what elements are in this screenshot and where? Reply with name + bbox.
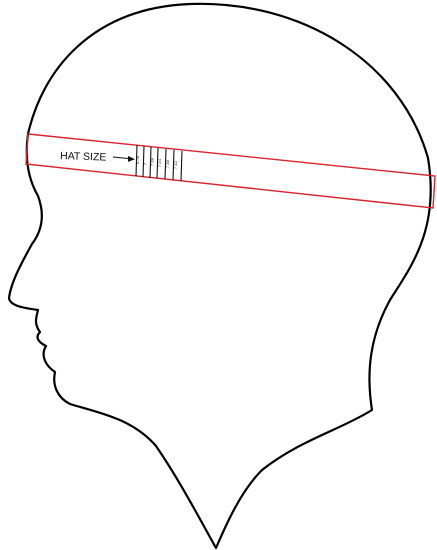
size-tick bbox=[181, 151, 182, 181]
size-mark-label: 7 1/8 bbox=[151, 158, 155, 166]
head-silhouette-outline bbox=[9, 4, 431, 548]
size-mark-label: 7 3/8 bbox=[166, 160, 170, 168]
size-tick bbox=[143, 146, 144, 177]
size-mark-label: 6 7/8 bbox=[136, 156, 140, 164]
size-mark-label: 7 1/2 bbox=[174, 161, 178, 169]
size-mark-label: 7 bbox=[144, 163, 148, 165]
hat-size-label: HAT SIZE bbox=[60, 150, 107, 164]
hat-size-band bbox=[26, 134, 435, 208]
arrow-right-icon bbox=[113, 156, 135, 162]
size-mark-label: 7 1/4 bbox=[158, 159, 162, 167]
